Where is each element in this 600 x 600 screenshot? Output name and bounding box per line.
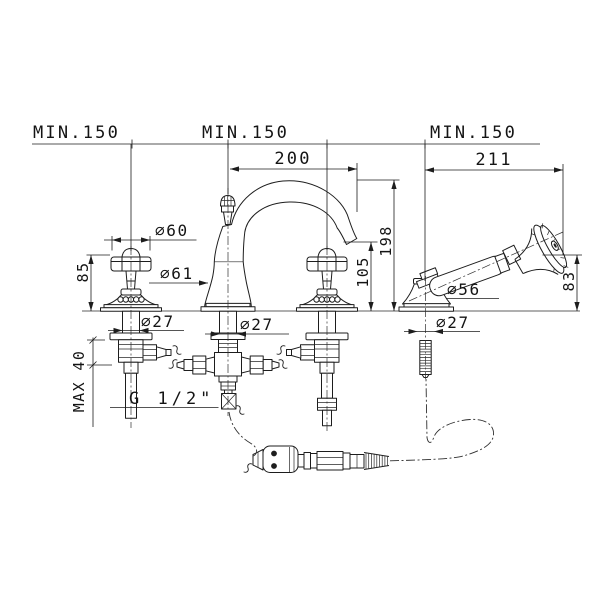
hose-spring-guard xyxy=(363,452,390,470)
hose-connector-assembly xyxy=(243,445,390,473)
dim-min150-center: MIN.150 xyxy=(202,123,289,143)
dim-outlet-height: 105 xyxy=(354,256,372,287)
dimension-lines xyxy=(32,139,582,427)
dim-shank-diameter-right: ∅27 xyxy=(436,313,470,332)
dim-min150-right: MIN.150 xyxy=(430,123,517,143)
dim-shank-diameter-center: ∅27 xyxy=(240,315,274,334)
dim-spout-reach: 200 xyxy=(274,149,311,169)
dim-shank-diameter-left: ∅27 xyxy=(141,312,175,331)
hose-break-mark xyxy=(276,345,286,355)
dim-shower-rest-height: 83 xyxy=(560,271,578,292)
dim-handle-height: 85 xyxy=(74,262,92,283)
hose-break-mark xyxy=(172,345,182,355)
dim-handle-diameter: ∅60 xyxy=(155,221,189,240)
centerlines xyxy=(130,188,564,433)
check-valve-symbol xyxy=(221,393,237,410)
dim-shower-reach: 211 xyxy=(475,150,512,170)
dim-thread-size: G 1/2" xyxy=(129,389,214,409)
dim-min150-left: MIN.150 xyxy=(33,123,120,143)
hose-break-mark xyxy=(278,359,288,369)
hose-break-mark xyxy=(243,463,253,473)
dim-spout-height: 198 xyxy=(377,225,395,256)
dim-deck-max-thickness: MAX 40 xyxy=(70,350,88,413)
dimension-labels: MIN.150 MIN.150 MIN.150 200 211 ∅60 ∅61 … xyxy=(33,123,578,412)
hose-break-mark xyxy=(168,359,178,369)
dim-spout-base-diameter: ∅61 xyxy=(160,264,194,283)
dim-head-diameter: ∅56 xyxy=(447,280,481,299)
right-handle-unit xyxy=(276,248,358,427)
flexible-hoses xyxy=(228,378,494,462)
handshower-head xyxy=(514,223,569,275)
hose-break-mark xyxy=(235,405,245,415)
